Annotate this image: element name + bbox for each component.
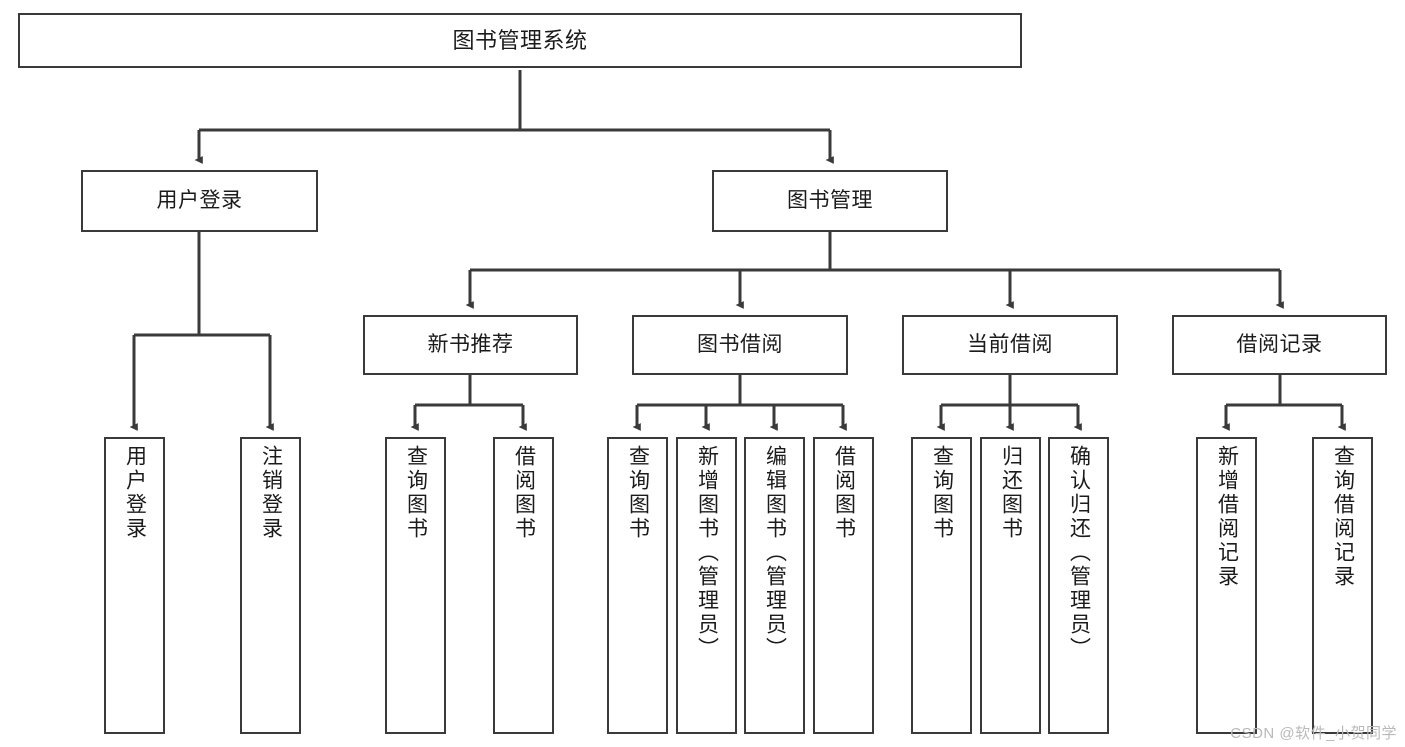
leaf-new-book-query-book[interactable]: 查询图书 xyxy=(385,437,446,734)
node-user-login[interactable]: 用户登录 xyxy=(81,170,318,232)
node-label: 用户登录 xyxy=(156,188,243,212)
node-label: 当前借阅 xyxy=(967,332,1053,356)
node-label: 借阅记录 xyxy=(1236,332,1323,356)
node-label: 新增借阅记录 xyxy=(1215,445,1239,589)
node-label: 借阅图书 xyxy=(832,445,856,541)
leaf-book-borrow-add-book-admin[interactable]: 新增图书（管理员） xyxy=(676,437,737,734)
node-label: 借阅图书 xyxy=(512,445,536,541)
leaf-borrow-record-add-record[interactable]: 新增借阅记录 xyxy=(1196,437,1257,734)
node-label: 图书管理系统 xyxy=(452,27,588,53)
leaf-book-borrow-query-book[interactable]: 查询图书 xyxy=(607,437,668,734)
leaf-new-book-borrow-book[interactable]: 借阅图书 xyxy=(493,437,554,734)
node-label: 图书管理 xyxy=(787,188,873,212)
node-label: 注销登录 xyxy=(259,445,283,541)
node-label: 确认归还（管理员） xyxy=(1067,445,1091,661)
node-book-management[interactable]: 图书管理 xyxy=(712,170,948,232)
leaf-current-borrow-confirm-return-admin[interactable]: 确认归还（管理员） xyxy=(1048,437,1109,734)
leaf-borrow-record-query-record[interactable]: 查询借阅记录 xyxy=(1312,437,1373,734)
node-label: 归还图书 xyxy=(999,445,1023,541)
node-label: 新书推荐 xyxy=(427,332,514,356)
node-label: 编辑图书（管理员） xyxy=(763,445,787,661)
node-label: 图书借阅 xyxy=(697,332,783,356)
node-borrow-record[interactable]: 借阅记录 xyxy=(1172,315,1387,375)
node-label: 新增图书（管理员） xyxy=(695,445,719,661)
node-current-borrow[interactable]: 当前借阅 xyxy=(902,315,1118,375)
node-new-book-recommend[interactable]: 新书推荐 xyxy=(363,315,578,375)
watermark: CSDN @软件_小贺同学 xyxy=(1230,725,1397,742)
leaf-user-login-logout[interactable]: 注销登录 xyxy=(240,437,301,734)
leaf-book-borrow-borrow-book[interactable]: 借阅图书 xyxy=(813,437,874,734)
node-label: 查询图书 xyxy=(404,445,428,541)
node-label: 用户登录 xyxy=(123,445,147,541)
node-label: 查询借阅记录 xyxy=(1331,445,1355,589)
node-label: 查询图书 xyxy=(626,445,650,541)
node-label: 查询图书 xyxy=(930,445,954,541)
leaf-user-login-login[interactable]: 用户登录 xyxy=(104,437,165,734)
leaf-current-borrow-query-book[interactable]: 查询图书 xyxy=(911,437,972,734)
node-book-borrow[interactable]: 图书借阅 xyxy=(632,315,848,375)
node-root-book-management-system[interactable]: 图书管理系统 xyxy=(18,13,1022,68)
leaf-current-borrow-return-book[interactable]: 归还图书 xyxy=(980,437,1041,734)
leaf-book-borrow-edit-book-admin[interactable]: 编辑图书（管理员） xyxy=(744,437,805,734)
